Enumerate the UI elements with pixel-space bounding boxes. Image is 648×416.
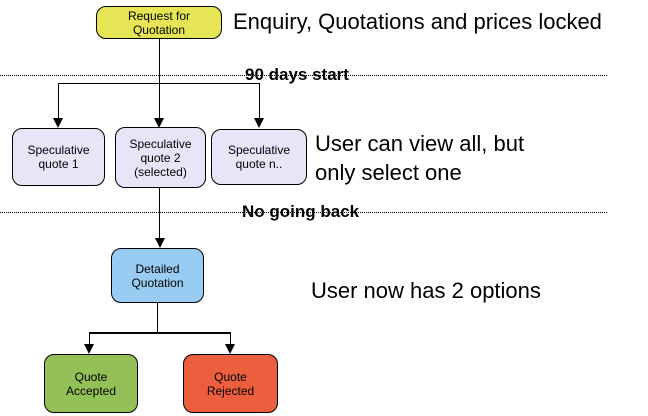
node-label-line: Speculative xyxy=(27,143,90,157)
phase-divider-90-days xyxy=(0,75,607,76)
node-label: Speculative quote n.. xyxy=(228,143,290,171)
connector-drop-accepted xyxy=(89,334,90,346)
annotation-enquiry-prices-locked: Enquiry, Quotations and prices locked xyxy=(233,9,602,34)
node-label: Speculative quote 2 (selected) xyxy=(129,137,191,179)
connector-drop-rejected xyxy=(230,334,231,346)
arrowhead-to-accepted-icon xyxy=(84,344,94,354)
node-label-line: Rejected xyxy=(206,383,255,398)
node-label-line: Speculative xyxy=(129,136,192,151)
node-quote-accepted: Quote Accepted xyxy=(44,354,138,413)
node-label-line: Quote xyxy=(74,369,108,384)
connector-detailed-to-branch xyxy=(157,303,158,333)
node-label-line: Quotation xyxy=(132,22,186,37)
node-label: Speculative quote 1 xyxy=(27,143,89,171)
node-quote-rejected: Quote Rejected xyxy=(183,354,278,413)
node-label: Detailed Quotation xyxy=(131,262,183,290)
node-request-for-quotation: Request for Quotation xyxy=(96,6,222,39)
connector-drop-quote1 xyxy=(58,83,59,119)
node-label: Request for Quotation xyxy=(128,9,190,37)
node-label-line: Request for xyxy=(127,8,191,23)
arrowhead-to-quote1-icon xyxy=(53,118,63,128)
phase-divider-no-going-back xyxy=(0,212,607,213)
connector-request-to-branch xyxy=(159,39,160,83)
node-label-line: Accepted xyxy=(65,383,117,398)
phase-label-90-days-start: 90 days start xyxy=(245,65,349,84)
node-label-line: quote 2 xyxy=(140,150,181,165)
node-label-line: quote n.. xyxy=(235,157,283,171)
connector-drop-quote2 xyxy=(159,83,160,119)
arrowhead-to-quoten-icon xyxy=(254,118,264,128)
annotation-line: only select one xyxy=(315,160,462,185)
connector-quote2-to-detailed xyxy=(159,188,160,238)
node-label: Quote Rejected xyxy=(207,370,254,398)
annotation-line: User can view all, but xyxy=(315,131,525,156)
node-label-line: Detailed xyxy=(135,261,180,276)
node-label-line: Quotation xyxy=(131,275,184,290)
node-label-line: Speculative xyxy=(227,143,291,157)
annotation-user-two-options: User now has 2 options xyxy=(311,278,541,303)
connector-drop-quoten xyxy=(259,83,260,119)
node-speculative-quote-n: Speculative quote n.. xyxy=(211,129,307,185)
node-speculative-quote-1: Speculative quote 1 xyxy=(12,128,105,186)
node-label-line: (selected) xyxy=(134,164,187,179)
node-label-line: quote 1 xyxy=(38,157,79,171)
arrowhead-to-quote2-icon xyxy=(154,118,164,128)
connector-branch-horizontal-bottom xyxy=(89,332,231,334)
node-speculative-quote-2-selected: Speculative quote 2 (selected) xyxy=(115,127,206,188)
node-label: Quote Accepted xyxy=(66,370,116,398)
node-label-line: Quote xyxy=(214,369,247,384)
annotation-user-can-view-all: User can view all, but only select one xyxy=(315,129,524,187)
node-detailed-quotation: Detailed Quotation xyxy=(111,248,204,303)
phase-label-no-going-back: No going back xyxy=(242,202,360,221)
arrowhead-to-detailed-icon xyxy=(155,238,165,248)
arrowhead-to-rejected-icon xyxy=(225,344,235,354)
